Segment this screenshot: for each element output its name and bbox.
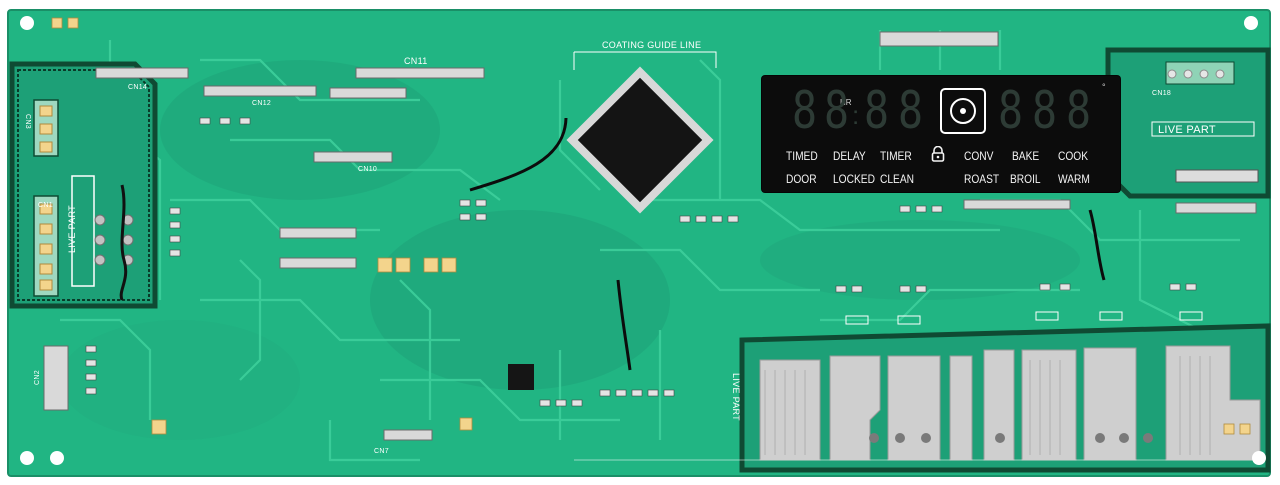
- connector-cn12-label: CN12: [252, 100, 272, 107]
- label-cook: COOK: [1058, 149, 1089, 163]
- label-conv: CONV: [964, 149, 994, 163]
- label-warm: WARM: [1058, 172, 1090, 186]
- degree-symbol: °: [1102, 82, 1106, 92]
- live-part-bottom-label: LIVE PART: [730, 373, 741, 421]
- convection-fan-icon: [940, 88, 986, 134]
- coating-guide-label: COATING GUIDE LINE: [602, 40, 702, 50]
- label-locked: LOCKED: [833, 172, 875, 186]
- mounting-hole: [1244, 16, 1258, 30]
- mounting-hole: [20, 16, 34, 30]
- display-digit: 8: [898, 81, 924, 141]
- connector-cn3-label: CN3: [23, 114, 31, 129]
- connector-cn10-label: CN10: [358, 166, 378, 173]
- label-broil: BROIL: [1010, 172, 1041, 186]
- label-timed: TIMED: [786, 149, 818, 163]
- display-digit: 8: [1032, 81, 1058, 141]
- label-timer: TIMER: [880, 149, 912, 163]
- label-delay: DELAY: [833, 149, 866, 163]
- connector-cn1-label: CN1: [38, 202, 53, 209]
- live-part-left-label: LIVE PART: [66, 205, 77, 253]
- connector-cn2-label: CN2: [33, 370, 41, 385]
- mounting-hole: [20, 451, 34, 465]
- live-part-right-label: LIVE PART: [1158, 124, 1216, 136]
- display-digit: 8: [792, 81, 818, 141]
- connector-cn14-label: CN14: [128, 84, 148, 91]
- display-digit: 8: [1066, 81, 1092, 141]
- mounting-hole: [50, 451, 64, 465]
- oven-display-panel: 8 HR 8 : 8 8 8 8 8 ° TIMED DELAY TIMER C…: [762, 76, 1120, 192]
- label-bake: BAKE: [1012, 149, 1040, 163]
- connector-cn11-label: CN11: [404, 56, 428, 66]
- display-digit: 8: [998, 81, 1024, 141]
- connector-cn7-label: CN7: [374, 448, 389, 455]
- mounting-hole: [1252, 451, 1266, 465]
- connector-cn18-label: CN18: [1152, 90, 1172, 97]
- label-door: DOOR: [786, 172, 817, 186]
- display-digit: 8: [864, 81, 890, 141]
- hr-indicator: HR: [840, 98, 852, 107]
- label-roast: ROAST: [964, 172, 1000, 186]
- display-digit: 8: [824, 81, 850, 141]
- label-clean: CLEAN: [880, 172, 915, 186]
- lock-icon: [931, 146, 945, 162]
- display-colon: :: [852, 100, 860, 130]
